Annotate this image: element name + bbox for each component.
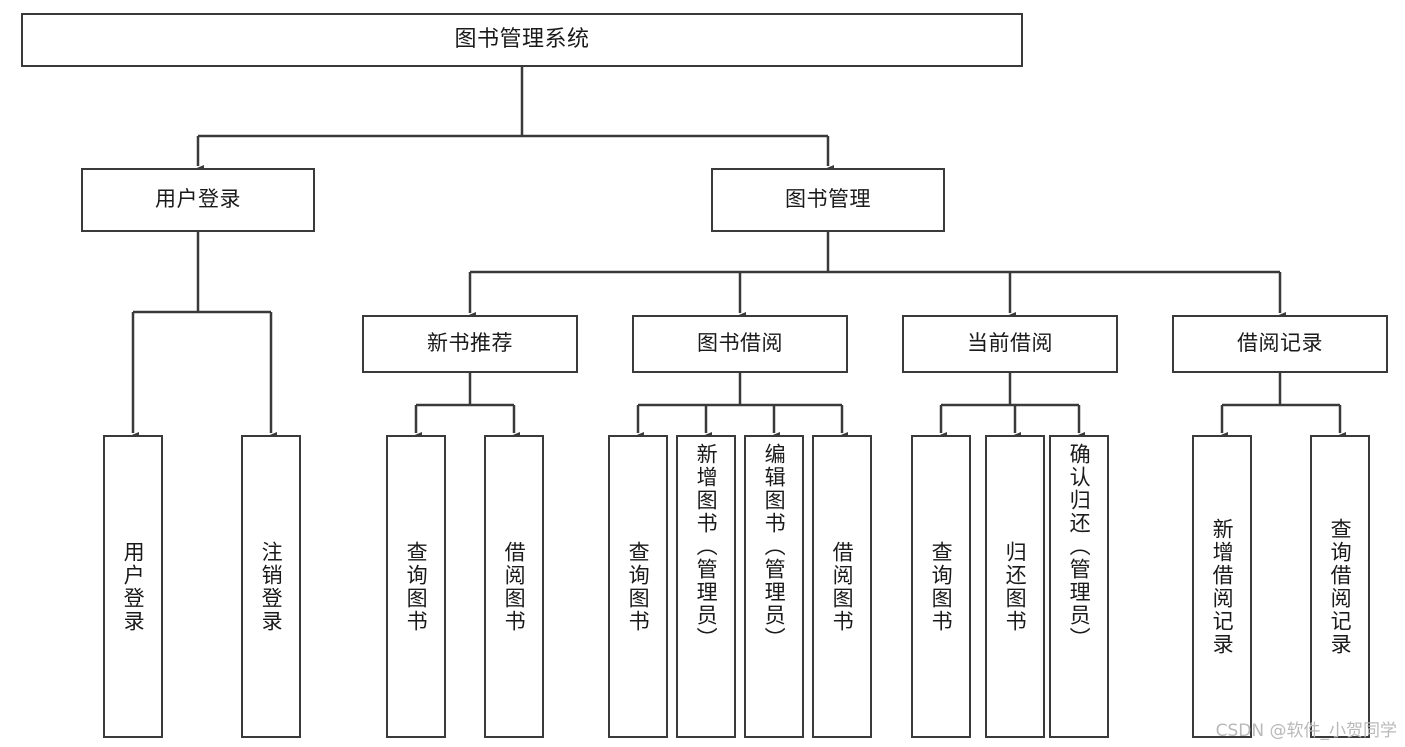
node-label-leaf-borrow-book-recommend: 借阅图书: [502, 540, 527, 633]
node-label-leaf-edit-book-admin: 编辑图书（管理员）: [762, 443, 787, 650]
node-leaf-add-book-admin[interactable]: 新增图书（管理员）: [676, 435, 736, 738]
node-label-new-book-recommend: 新书推荐: [427, 331, 513, 356]
node-label-leaf-user-logout: 注销登录: [259, 540, 284, 633]
node-label-current-borrow: 当前借阅: [967, 331, 1053, 356]
node-borrow-records[interactable]: 借阅记录: [1172, 315, 1388, 373]
node-leaf-return-book[interactable]: 归还图书: [985, 435, 1045, 738]
node-label-leaf-query-book: 查询图书: [626, 540, 651, 633]
node-leaf-borrow-book-recommend[interactable]: 借阅图书: [484, 435, 544, 738]
node-current-borrow[interactable]: 当前借阅: [902, 315, 1118, 373]
node-leaf-query-book-recommend[interactable]: 查询图书: [386, 435, 446, 738]
node-label-leaf-query-borrow-record: 查询借阅记录: [1328, 517, 1353, 656]
node-label-leaf-return-book: 归还图书: [1003, 540, 1028, 633]
node-root[interactable]: 图书管理系统: [21, 13, 1023, 67]
node-label-leaf-confirm-return-admin: 确认归还（管理员）: [1067, 443, 1092, 650]
node-label-borrow-records: 借阅记录: [1237, 331, 1323, 356]
node-label-leaf-borrow-book: 借阅图书: [830, 540, 855, 633]
node-book-borrow[interactable]: 图书借阅: [632, 315, 848, 373]
node-leaf-query-borrow-record[interactable]: 查询借阅记录: [1310, 435, 1370, 738]
node-leaf-confirm-return-admin[interactable]: 确认归还（管理员）: [1049, 435, 1109, 738]
node-label-user-login: 用户登录: [155, 187, 241, 212]
node-label-leaf-query-book-current: 查询图书: [929, 540, 954, 633]
node-label-book-manage: 图书管理: [785, 187, 871, 212]
node-leaf-edit-book-admin[interactable]: 编辑图书（管理员）: [744, 435, 804, 738]
node-new-book-recommend[interactable]: 新书推荐: [362, 315, 578, 373]
node-label-leaf-add-book-admin: 新增图书（管理员）: [694, 443, 719, 650]
node-label-root: 图书管理系统: [454, 26, 590, 52]
node-leaf-user-login[interactable]: 用户登录: [103, 435, 163, 738]
node-label-leaf-user-login: 用户登录: [121, 540, 146, 633]
node-book-manage[interactable]: 图书管理: [711, 168, 945, 232]
node-leaf-query-book-current[interactable]: 查询图书: [911, 435, 971, 738]
node-label-leaf-query-book-recommend: 查询图书: [404, 540, 429, 633]
node-leaf-borrow-book[interactable]: 借阅图书: [812, 435, 872, 738]
node-label-leaf-add-borrow-record: 新增借阅记录: [1210, 517, 1235, 656]
node-leaf-user-logout[interactable]: 注销登录: [241, 435, 301, 738]
connector-layer: [127, 67, 1346, 442]
node-user-login[interactable]: 用户登录: [81, 168, 315, 232]
node-label-book-borrow: 图书借阅: [697, 331, 783, 356]
node-leaf-query-book[interactable]: 查询图书: [608, 435, 668, 738]
node-leaf-add-borrow-record[interactable]: 新增借阅记录: [1192, 435, 1252, 738]
